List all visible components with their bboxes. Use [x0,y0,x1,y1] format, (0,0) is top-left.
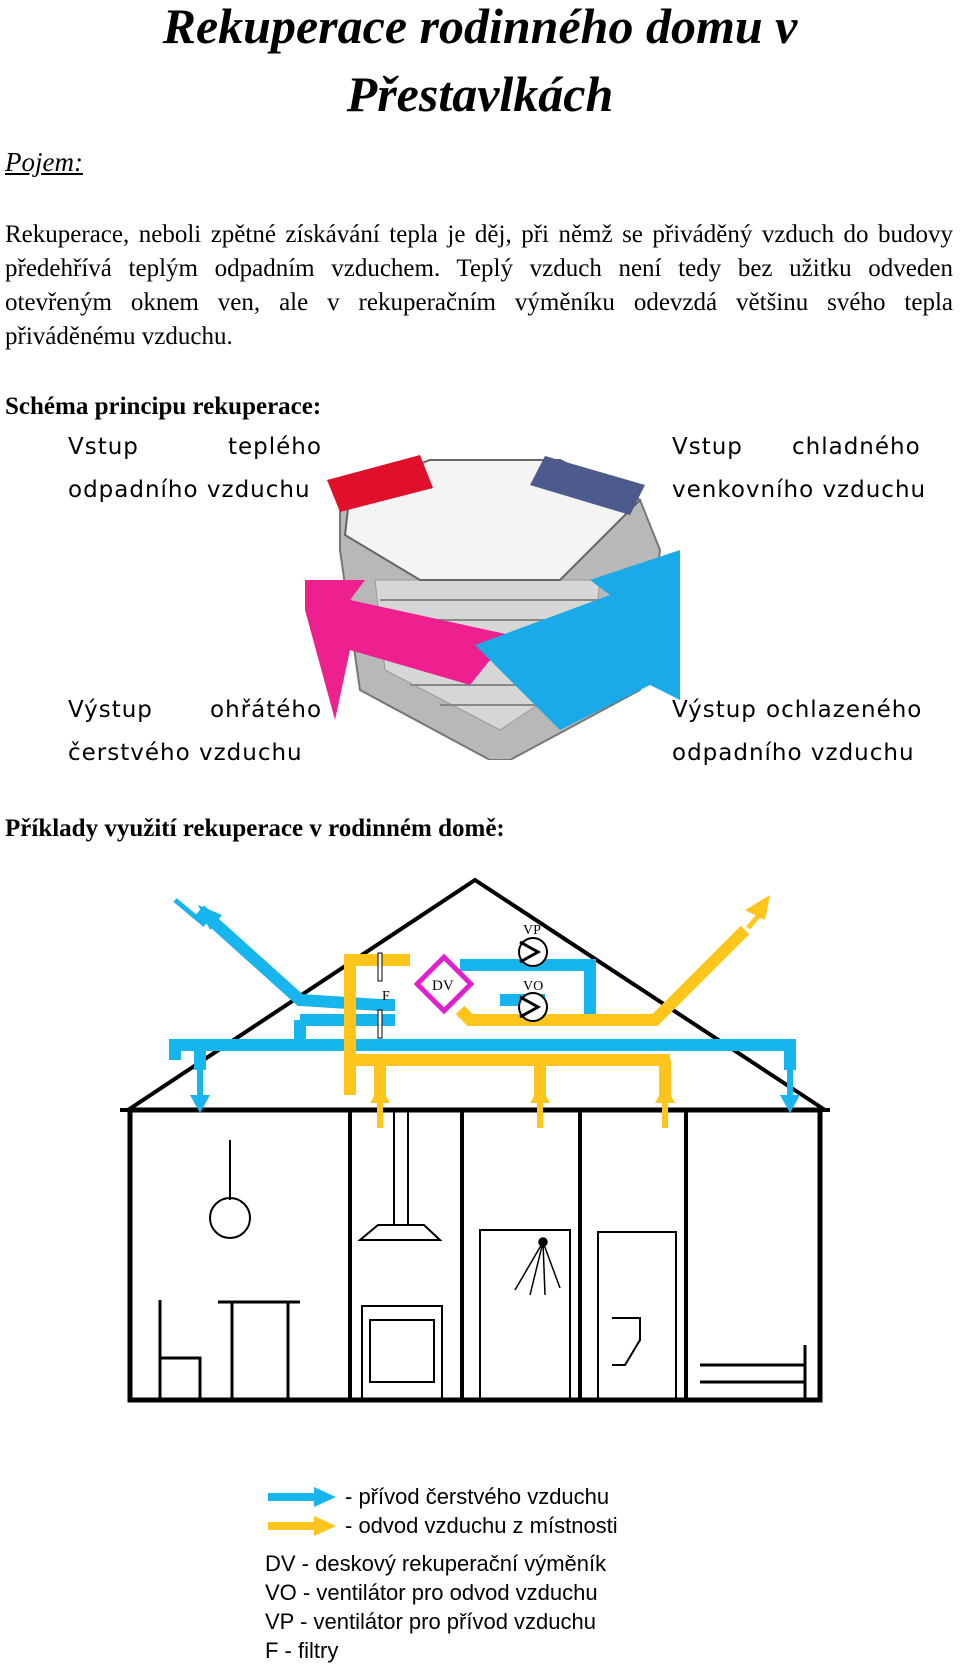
title-line-1: Rekuperace rodinného domu v [162,0,798,54]
fresh-air-intake [173,898,207,927]
legend-f: F - filtry [265,1638,339,1663]
exhaust-up-arrows [370,1085,675,1128]
schema-label-tr1: Vstup [672,434,743,460]
stove [361,1305,443,1401]
shower-cabin [479,1229,571,1401]
vp-label: VP [523,923,541,938]
recuperator-diagram [305,455,680,760]
dv-label: DV [432,978,454,994]
schema-heading: Schéma principu rekuperace: [5,393,322,420]
legend-supply-arrow [268,1487,336,1507]
schema-label-tr3: venkovního vzduchu [672,477,927,503]
schema-label-bl3: čerstvého vzduchu [68,740,303,766]
legend-exhaust: - odvod vzduchu z místnosti [345,1513,618,1538]
bed [700,1345,807,1400]
schema-label-br3: odpadního vzduchu [672,740,915,766]
house-diagram: F DV VP VO [120,877,830,1403]
schema-label-tl2: teplého [228,434,322,460]
filter-bottom [377,1009,383,1039]
exhaust-outlet-arrow [745,895,770,920]
legend-exhaust-arrow [268,1516,336,1536]
vo-label: VO [523,979,543,994]
dv-exchanger [413,953,475,1015]
schema-label-br1: Výstup [672,697,757,723]
intro-paragraph: Rekuperace, neboli zpětné získávání tepl… [5,221,953,350]
lamp [209,1197,251,1239]
chair [158,1300,202,1400]
roof [126,877,827,1112]
cyan-arrow [475,550,680,730]
legend-vo: VO - ventilátor pro odvod vzduchu [265,1580,598,1605]
filter-top [377,952,383,982]
filter-label: F [382,989,390,1004]
title-line-2: Přestavlkách [346,66,614,122]
shower-head [514,1237,561,1296]
fresh-air-ducts [169,905,796,1070]
supply-down-arrows [190,1068,800,1113]
schema-label-bl2: ohřátého [210,697,323,723]
schema-label-tl3: odpadního vzduchu [68,477,311,503]
schema-label-tl1: Vstup [68,434,139,460]
table [218,1300,300,1400]
legend-vp: VP - ventilátor pro přívod vzduchu [265,1609,596,1634]
cold-inlet-block [530,456,645,515]
warm-inlet-block [327,455,433,512]
door [597,1231,677,1401]
schema-label-bl1: Výstup [68,697,153,723]
toilet [612,1317,641,1366]
legend-supply: - přívod čerstvého vzduchu [345,1484,610,1509]
magenta-arrow [305,580,510,720]
hood [357,1110,443,1241]
examples-heading: Příklady využití rekuperace v rodinném d… [5,815,505,842]
page-title: Rekuperace rodinného domu v Přestavlkách [0,0,960,128]
legend-dv: DV - deskový rekuperační výměník [265,1551,607,1576]
schema-label-tr2: chladného [792,434,921,460]
house-walls [127,1107,823,1403]
pojem-heading: Pojem: [5,147,83,177]
schema-label-br2: ochlazeného [766,697,923,723]
